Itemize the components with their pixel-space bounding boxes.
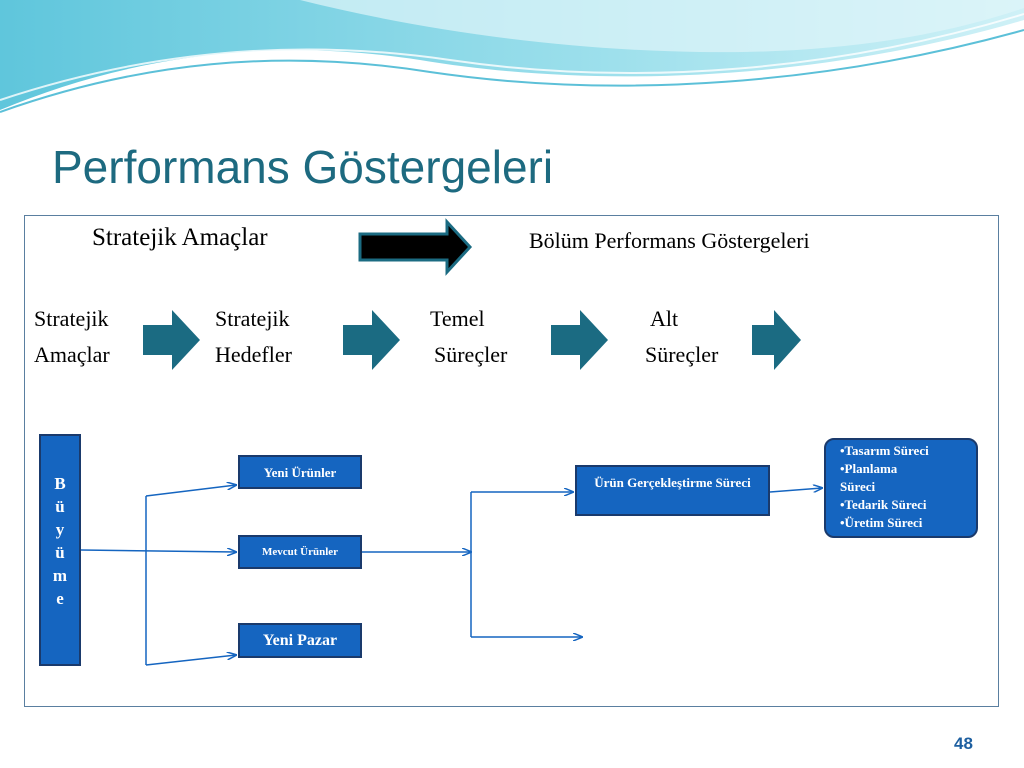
connector-urun-to-surec: [769, 488, 822, 493]
growth-letter: B: [54, 474, 66, 493]
step-2-line1: Stratejik: [215, 306, 290, 331]
wave-banner: [0, 0, 1024, 113]
connector-lines: [80, 485, 822, 666]
step-arrow-icon-2: [343, 310, 400, 370]
sub-process-item: •Planlama Süreci: [840, 460, 976, 496]
existing-products-box: Mevcut Ürünler: [238, 535, 362, 569]
step-4-line2: Süreçler: [645, 342, 719, 367]
step-3-line2: Süreçler: [434, 342, 508, 367]
connector-to-yeni-pazar: [145, 655, 236, 666]
step-arrow-icon-3: [551, 310, 608, 370]
growth-letter: e: [56, 589, 64, 608]
step-1-line2: Amaçlar: [34, 342, 110, 367]
sub-process-text: •Planlama Süreci: [840, 461, 898, 494]
step-1-label: Stratejik Amaçlar: [34, 301, 110, 373]
step-2-label: Stratejik Hedefler: [215, 301, 292, 373]
step-arrow-icon-1: [143, 310, 200, 370]
growth-letter: ü: [55, 543, 65, 562]
step-1-line1: Stratejik: [34, 306, 109, 331]
content-frame: [24, 215, 999, 707]
growth-letter: m: [52, 566, 68, 585]
step-arrow-icon-4: [752, 310, 801, 370]
growth-box: B ü y ü m e: [39, 434, 81, 666]
header-right-label: Bölüm Performans Göstergeleri: [529, 228, 810, 253]
new-products-box: Yeni Ürünler: [238, 455, 362, 489]
step-3-label: Temel Süreçler: [430, 301, 507, 373]
page-number: 48: [954, 734, 973, 753]
growth-letter: y: [55, 520, 65, 539]
step-4-label: Alt Süreçler: [645, 301, 718, 373]
slide-title: Performans Göstergeleri: [52, 141, 554, 193]
growth-letter: ü: [55, 497, 65, 516]
connector-growth-mevcut: [80, 550, 236, 552]
step-4-line1: Alt: [650, 306, 679, 331]
sub-process-item: •Tasarım Süreci: [840, 443, 929, 458]
sub-process-item: •Tedarik Süreci: [840, 497, 927, 512]
sub-process-box: •Tasarım Süreci •Planlama Süreci •Tedari…: [824, 438, 978, 538]
sub-process-item: •Üretim Süreci: [840, 515, 923, 530]
connector-to-yeni-urunler: [145, 485, 236, 497]
step-3-line1: Temel: [430, 306, 485, 331]
new-market-box: Yeni Pazar: [238, 623, 362, 658]
header-left-label: Stratejik Amaçlar: [92, 224, 268, 251]
header-arrow-icon: [358, 218, 473, 276]
step-2-line2: Hedefler: [215, 342, 292, 367]
product-realization-box: Ürün Gerçekleştirme Süreci: [575, 465, 770, 516]
